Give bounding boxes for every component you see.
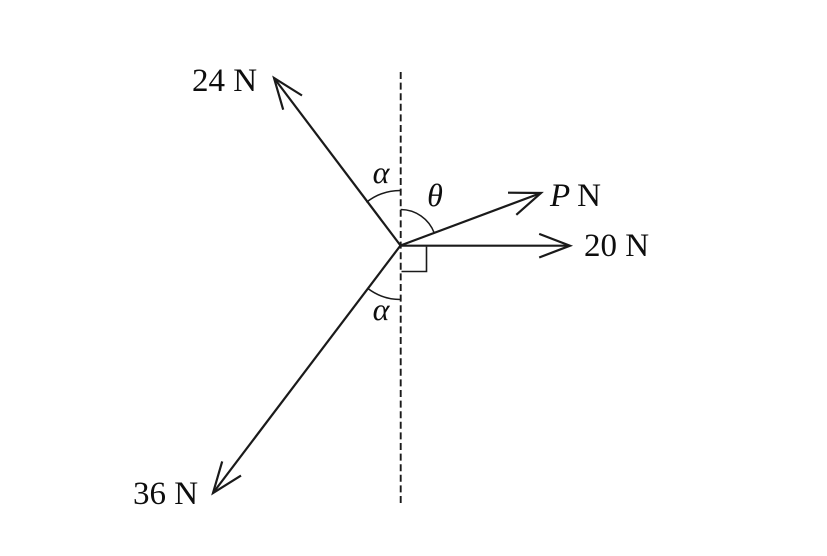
force-symbol-p: P: [549, 178, 570, 214]
force-label-36n: 36 N: [133, 476, 198, 512]
force-arrow-p-shaft: [400, 191, 542, 247]
force-arrow-36n: [211, 244, 402, 496]
force-arrow-24n-head: [272, 75, 303, 111]
force-label-24n: 24 N: [192, 63, 257, 99]
angle-label-alpha-upper: α: [373, 154, 391, 190]
force-arrow-24n: [272, 75, 402, 247]
angle-label-alpha-lower: α: [373, 291, 391, 327]
force-arrow-20n-head: [538, 232, 574, 259]
force-arrow-20n: [400, 232, 574, 259]
angle-arc-alpha-upper: [365, 189, 401, 203]
angle-arc-alpha-lower: [367, 287, 401, 301]
angle-arc-theta: [400, 208, 435, 234]
force-arrow-p-head: [507, 191, 544, 216]
angle-arcs: [365, 189, 435, 301]
force-arrow-36n-head: [211, 461, 242, 496]
force-arrow-24n-shaft: [273, 77, 402, 247]
force-arrow-36n-shaft: [212, 244, 402, 494]
force-arrow-p: [400, 191, 544, 247]
right-angle-marker: [401, 246, 428, 273]
force-unit-p: N: [577, 178, 601, 214]
diagram-geometry: [211, 72, 574, 504]
angle-label-theta: θ: [427, 177, 443, 213]
force-label-20n: 20 N: [584, 228, 649, 264]
